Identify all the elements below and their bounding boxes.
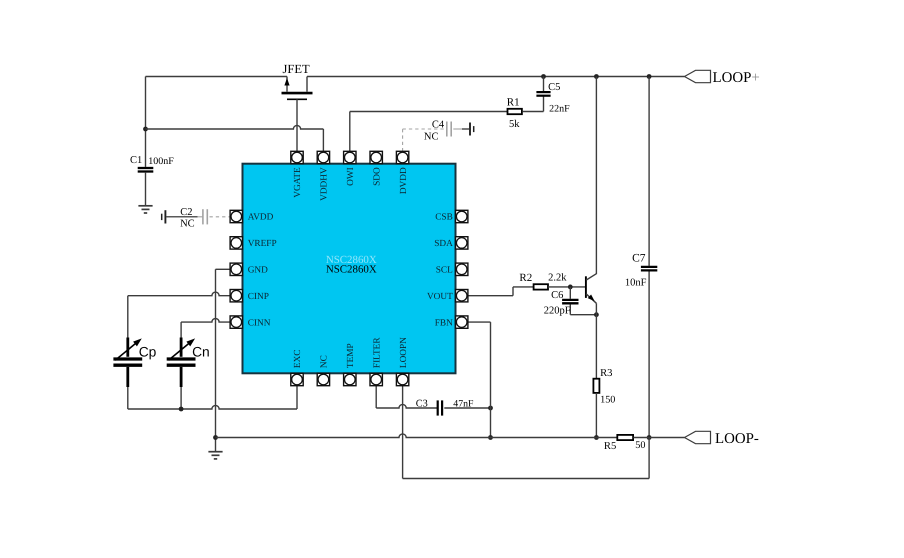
svg-text:Cn: Cn xyxy=(192,345,210,360)
svg-text:47nF: 47nF xyxy=(453,399,474,410)
svg-text:2.2k: 2.2k xyxy=(548,273,567,284)
svg-text:EXC: EXC xyxy=(293,349,303,368)
svg-text:R2: R2 xyxy=(519,272,532,284)
svg-text:VDDHV: VDDHV xyxy=(320,167,330,201)
svg-text:220pF: 220pF xyxy=(544,305,571,316)
svg-text:OWI: OWI xyxy=(346,167,356,186)
svg-text:C1: C1 xyxy=(130,155,142,166)
svg-text:NSC2860X: NSC2860X xyxy=(326,263,377,275)
svg-text:50: 50 xyxy=(635,440,645,451)
svg-text:100nF: 100nF xyxy=(148,156,174,167)
svg-text:SDA: SDA xyxy=(434,239,453,249)
svg-text:R3: R3 xyxy=(600,368,612,379)
svg-text:Cp: Cp xyxy=(139,345,157,360)
svg-text:CINN: CINN xyxy=(248,318,271,328)
svg-text:FILTER: FILTER xyxy=(372,337,382,368)
svg-text:C7: C7 xyxy=(632,253,646,265)
svg-text:C4: C4 xyxy=(432,120,445,131)
svg-text:CINP: CINP xyxy=(248,292,269,302)
svg-text:LOOP-: LOOP- xyxy=(715,431,759,447)
svg-text:LOOPN: LOOPN xyxy=(399,337,409,368)
svg-text:DVDD: DVDD xyxy=(399,167,409,194)
svg-text:SCL: SCL xyxy=(436,266,453,276)
svg-text:CSB: CSB xyxy=(435,213,453,223)
svg-text:R5: R5 xyxy=(604,441,616,452)
svg-text:C6: C6 xyxy=(551,290,563,301)
svg-text:C3: C3 xyxy=(416,399,428,410)
svg-text:NSC2860X: NSC2860X xyxy=(326,254,377,266)
svg-text:VGATE: VGATE xyxy=(293,167,303,198)
svg-text:VOUT: VOUT xyxy=(427,292,453,302)
svg-text:SDO: SDO xyxy=(372,167,382,186)
svg-text:C2: C2 xyxy=(180,207,192,218)
svg-text:GND: GND xyxy=(248,266,268,276)
svg-text:5k: 5k xyxy=(509,119,520,130)
svg-text:TEMP: TEMP xyxy=(346,343,356,368)
svg-text:AVDD: AVDD xyxy=(248,213,274,223)
svg-text:NC: NC xyxy=(424,132,439,143)
svg-text:JFET: JFET xyxy=(283,62,310,76)
svg-text:LOOP+: LOOP+ xyxy=(713,70,760,86)
svg-text:150: 150 xyxy=(600,394,615,405)
svg-text:R1: R1 xyxy=(507,97,520,109)
svg-text:FBN: FBN xyxy=(435,318,453,328)
svg-text:22nF: 22nF xyxy=(549,103,570,114)
svg-text:C5: C5 xyxy=(548,82,560,93)
svg-text:NC: NC xyxy=(320,355,330,368)
svg-text:10nF: 10nF xyxy=(625,277,647,288)
svg-text:NC: NC xyxy=(180,218,195,229)
svg-text:VREFP: VREFP xyxy=(248,239,277,249)
